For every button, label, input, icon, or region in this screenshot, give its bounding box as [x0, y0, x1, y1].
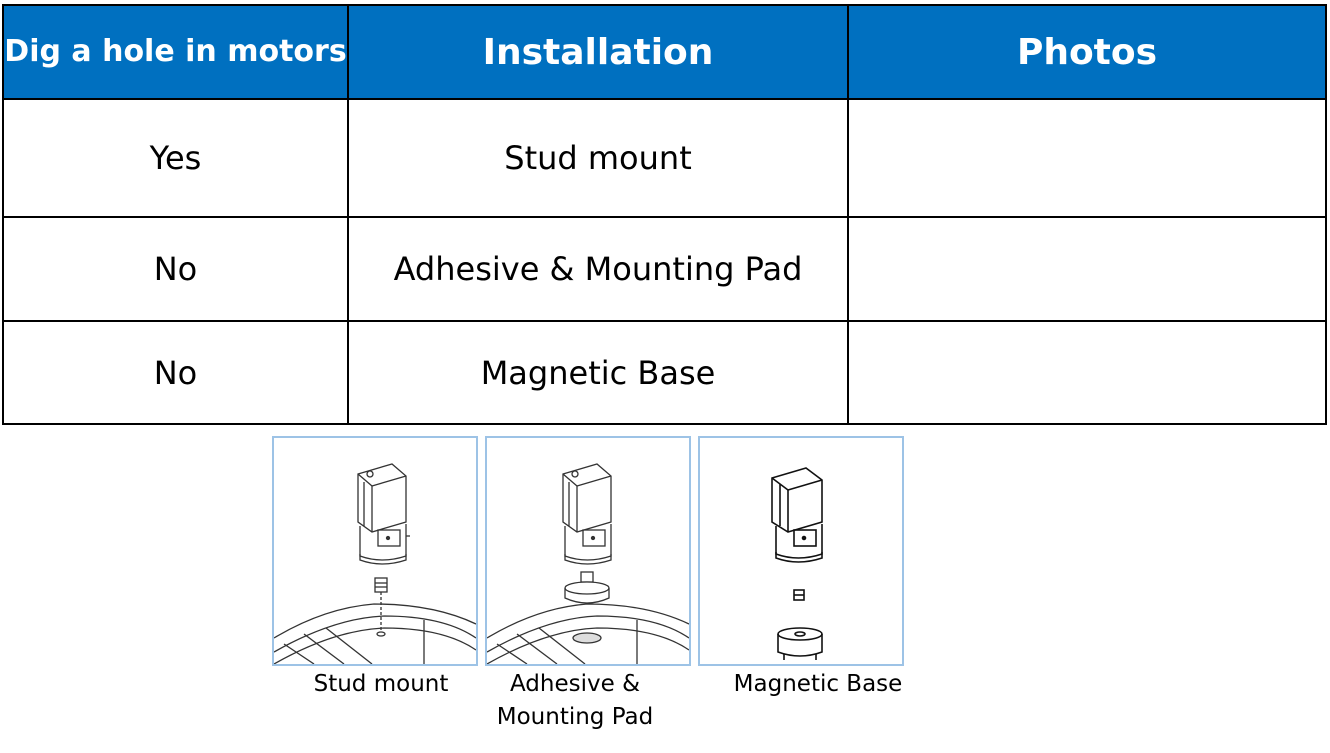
cell-photo [847, 98, 1327, 218]
table-row: No Magnetic Base [2, 320, 1327, 425]
caption-stud-mount: Stud mount [313, 671, 449, 697]
table-row: No Adhesive & Mounting Pad [2, 216, 1327, 322]
caption-adhesive-pad: Adhesive & Mounting Pad [496, 671, 654, 730]
table-row: Yes Stud mount [2, 98, 1327, 218]
cell-photo [847, 216, 1327, 322]
stud-mount-photo [272, 436, 478, 666]
stud-mount-sensor-illustration [274, 463, 476, 664]
adhesive-pad-photo [485, 436, 691, 666]
cell-installation: Stud mount [347, 98, 849, 218]
installation-table: Dig a hole in motors Installation Photos… [2, 4, 1327, 425]
cell-hole: No [2, 216, 349, 322]
header-row: Dig a hole in motors Installation Photos [2, 4, 1327, 100]
cell-installation: Adhesive & Mounting Pad [347, 216, 849, 322]
cell-installation: Magnetic Base [347, 320, 849, 425]
magnetic-base-photo [698, 436, 904, 666]
cell-hole: Yes [2, 98, 349, 218]
magnetic-base-sensor-illustration [771, 467, 823, 660]
header-installation: Installation [347, 4, 849, 100]
adhesive-pad-sensor-illustration [487, 463, 689, 664]
header-photos: Photos [847, 4, 1327, 100]
header-dig-hole: Dig a hole in motors [2, 4, 349, 100]
cell-hole: No [2, 320, 349, 425]
caption-magnetic-base: Magnetic Base [733, 671, 903, 697]
cell-photo [847, 320, 1327, 425]
